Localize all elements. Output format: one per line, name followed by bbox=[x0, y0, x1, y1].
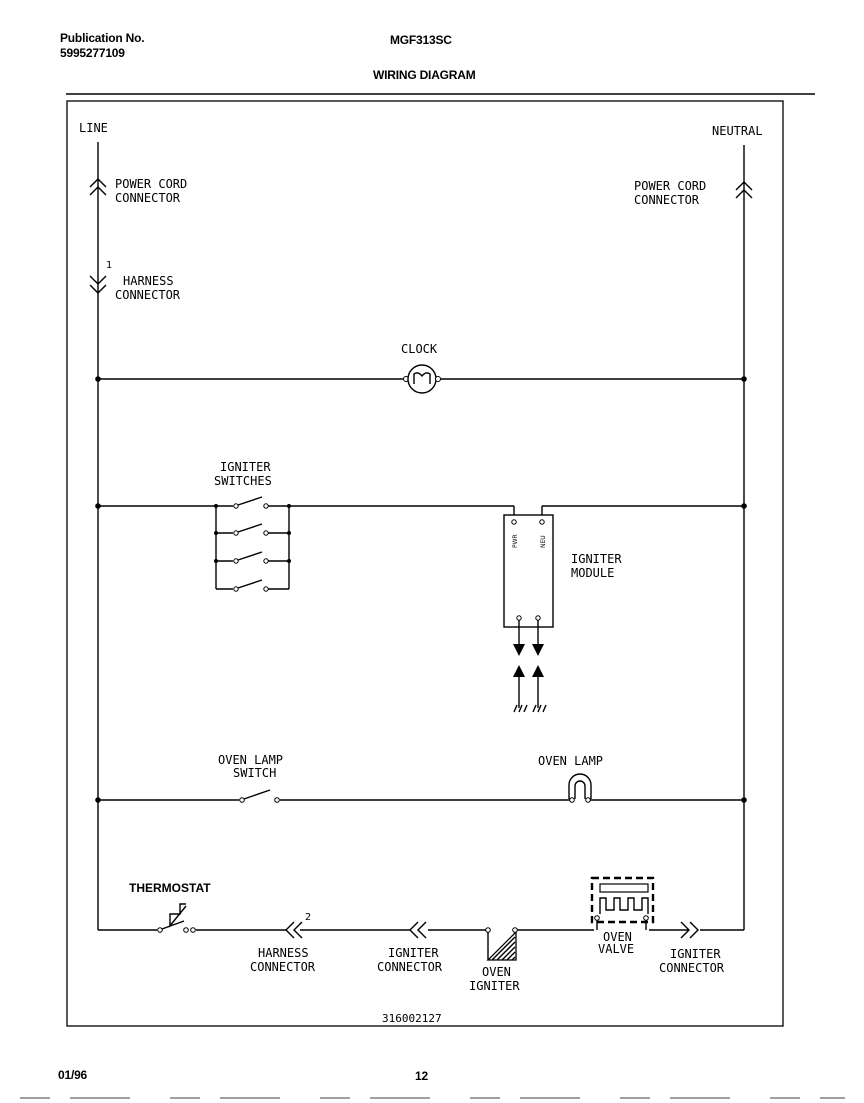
igniter-switches-symbol bbox=[95, 496, 291, 592]
oven-lamp-branch-wire bbox=[95, 797, 747, 803]
clock-motor-symbol bbox=[403, 364, 441, 394]
publication-number: 5995277109 bbox=[60, 46, 125, 60]
oven-valve-symbol bbox=[590, 876, 655, 930]
spark-electrode-symbol bbox=[513, 620, 547, 713]
oven-igniter-label-1: OVEN bbox=[482, 965, 511, 979]
thermostat-symbol bbox=[157, 903, 196, 933]
harness-connector-bottom-label-2: CONNECTOR bbox=[250, 960, 316, 974]
oven-valve-label-1: OVEN bbox=[603, 930, 632, 944]
diagram-frame bbox=[66, 100, 784, 1027]
power-cord-connector-left-label-2: CONNECTOR bbox=[115, 191, 181, 205]
oven-igniter-label-2: IGNITER bbox=[469, 979, 520, 993]
igniter-connector-right-label-1: IGNITER bbox=[670, 947, 721, 961]
power-cord-connector-right-symbol bbox=[735, 181, 753, 199]
igniter-connector-left-symbol bbox=[409, 921, 427, 939]
module-terminal-pwr: PWR bbox=[512, 534, 519, 548]
page-title: WIRING DIAGRAM bbox=[373, 68, 476, 82]
harness-connector-top-label-2: CONNECTOR bbox=[115, 288, 181, 302]
diagram-part-number: 316002127 bbox=[382, 1012, 442, 1025]
igniter-connector-right-label-2: CONNECTOR bbox=[659, 961, 725, 975]
power-cord-connector-left-label-1: POWER CORD bbox=[115, 177, 187, 191]
igniter-module-wires bbox=[289, 503, 747, 518]
igniter-module-label-1: IGNITER bbox=[571, 552, 622, 566]
thermostat-label: THERMOSTAT bbox=[129, 881, 211, 895]
footer-date: 01/96 bbox=[58, 1068, 88, 1082]
power-cord-connector-left-symbol bbox=[89, 178, 107, 196]
power-cord-connector-right-label-2: CONNECTOR bbox=[634, 193, 700, 207]
oven-lamp-symbol bbox=[568, 773, 592, 803]
igniter-switches-label-2: SWITCHES bbox=[214, 474, 272, 488]
igniter-connector-left-label-2: CONNECTOR bbox=[377, 960, 443, 974]
publication-label: Publication No. bbox=[60, 31, 145, 45]
harness-connector-top-number: 1 bbox=[106, 260, 112, 271]
oven-lamp-switch-label-2: SWITCH bbox=[233, 766, 276, 780]
model-number: MGF313SC bbox=[390, 33, 452, 47]
igniter-module-box bbox=[503, 514, 554, 628]
harness-connector-bottom-label-1: HARNESS bbox=[258, 946, 309, 960]
harness-connector-bottom-number: 2 bbox=[305, 912, 311, 923]
clock-label: CLOCK bbox=[401, 342, 438, 356]
oven-valve-label-2: VALVE bbox=[598, 942, 634, 956]
neutral-label: NEUTRAL bbox=[712, 124, 763, 138]
igniter-connector-left-label-1: IGNITER bbox=[388, 946, 439, 960]
footer-page: 12 bbox=[415, 1069, 428, 1083]
clock-branch-wire bbox=[95, 376, 747, 382]
oven-igniter-symbol bbox=[485, 927, 518, 961]
oven-lamp-switch-label-1: OVEN LAMP bbox=[218, 753, 283, 767]
harness-connector-bottom-symbol bbox=[285, 921, 303, 939]
igniter-connector-right-symbol bbox=[680, 921, 699, 939]
igniter-module-label-2: MODULE bbox=[571, 566, 614, 580]
igniter-switches-label-1: IGNITER bbox=[220, 460, 271, 474]
harness-connector-top-symbol bbox=[89, 275, 107, 294]
oven-lamp-switch-symbol bbox=[239, 789, 280, 803]
oven-lamp-label: OVEN LAMP bbox=[538, 754, 603, 768]
module-terminal-neu: NEU bbox=[540, 535, 547, 548]
power-cord-connector-right-label-1: POWER CORD bbox=[634, 179, 706, 193]
harness-connector-top-label-1: HARNESS bbox=[123, 274, 174, 288]
line-label: LINE bbox=[79, 121, 108, 135]
